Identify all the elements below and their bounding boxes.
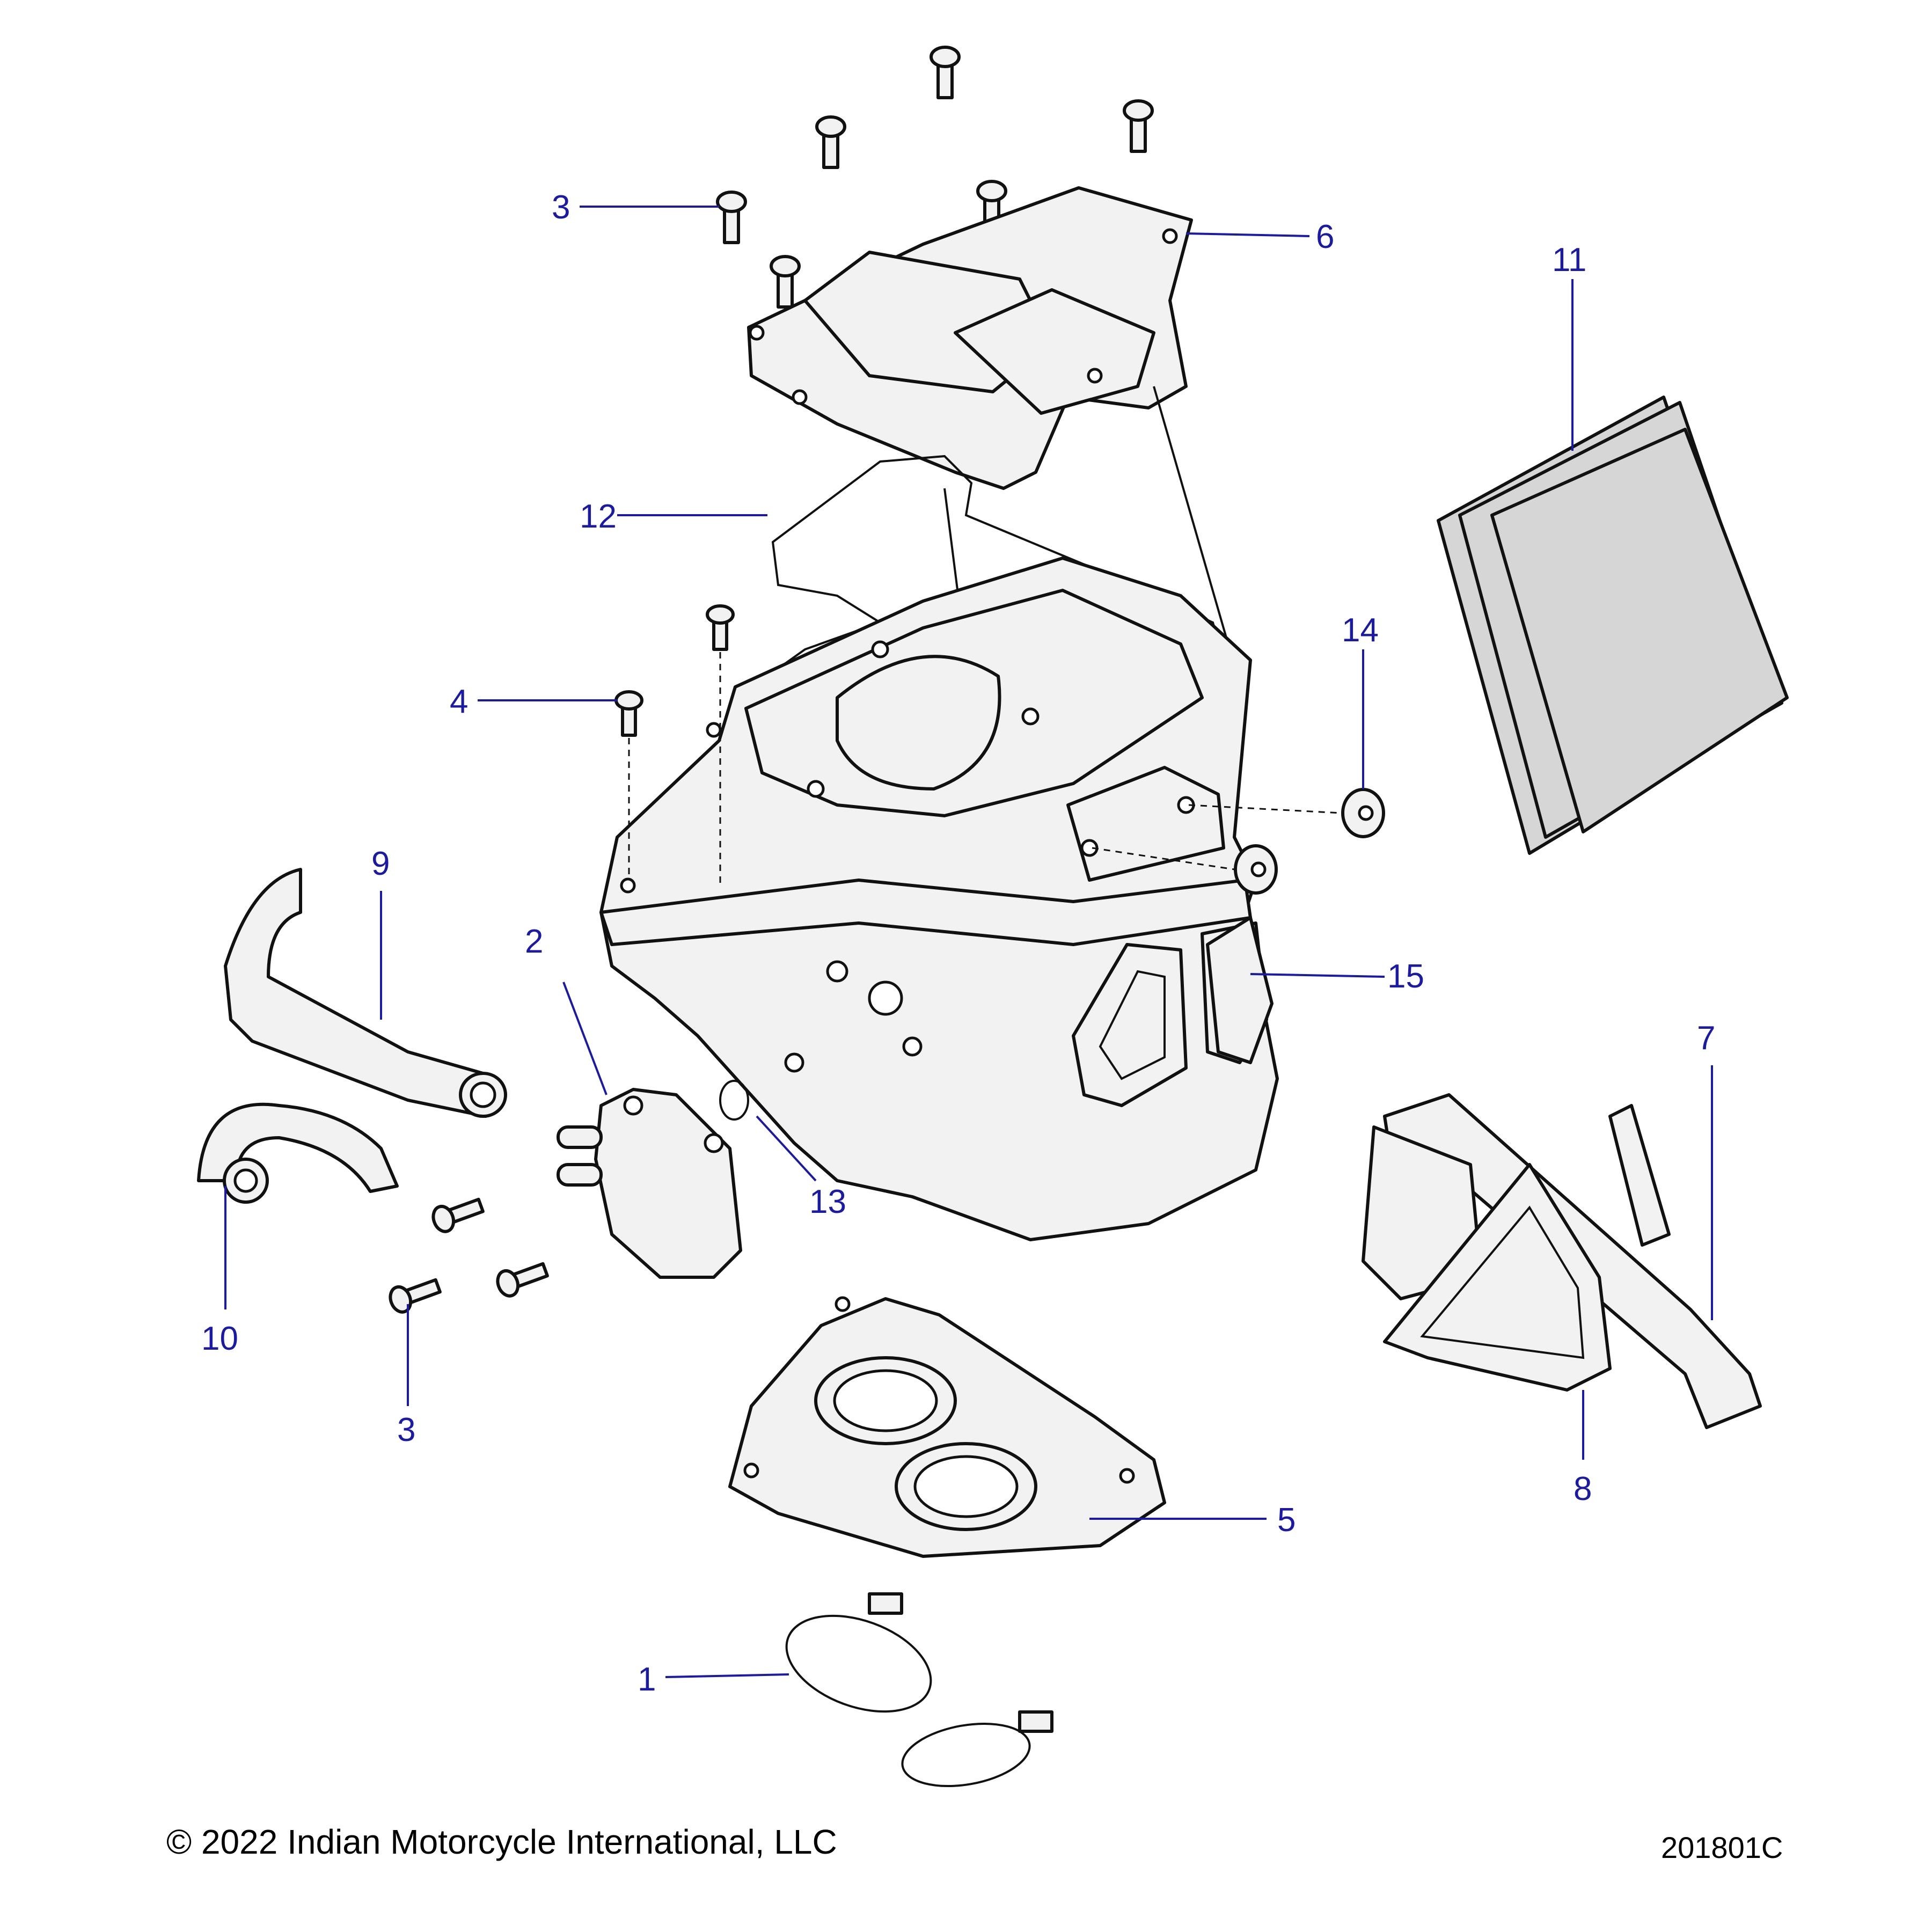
callout-3-top: 3 xyxy=(552,189,570,226)
callout-10: 10 xyxy=(201,1320,238,1357)
screw xyxy=(716,191,747,244)
long-hose xyxy=(224,868,507,1118)
inlet-boot xyxy=(1206,916,1274,1064)
copyright-notice: © 2022 Indian Motorcycle International, … xyxy=(166,1823,837,1861)
drawing-number: 201801C xyxy=(1661,1831,1783,1864)
screw xyxy=(930,46,961,99)
valve-assembly xyxy=(557,1088,742,1279)
callout-11: 11 xyxy=(1552,241,1586,279)
callout-14: 14 xyxy=(1342,612,1379,649)
o-ring xyxy=(719,1080,749,1121)
small-screws xyxy=(389,1197,549,1314)
screw xyxy=(1123,99,1154,153)
air-filter xyxy=(1437,396,1789,855)
callout-13: 13 xyxy=(809,1183,846,1220)
callout-15: 15 xyxy=(1387,958,1424,995)
callout-12: 12 xyxy=(580,498,617,535)
grommets xyxy=(1092,788,1385,895)
callout-4: 4 xyxy=(450,683,468,720)
screw xyxy=(770,255,801,309)
callout-8: 8 xyxy=(1574,1470,1592,1507)
screws-4 xyxy=(614,604,735,885)
leader-lines xyxy=(224,206,1713,1678)
callout-3-bottom: 3 xyxy=(397,1411,415,1448)
callout-1: 1 xyxy=(638,1661,656,1698)
callout-labels: 1 2 3 3 4 5 6 7 8 9 10 11 12 13 14 15 xyxy=(201,189,1715,1698)
callout-7: 7 xyxy=(1697,1020,1715,1057)
intake-duct-8 xyxy=(1362,1125,1612,1392)
airbox-cover xyxy=(747,186,1235,784)
short-hose xyxy=(197,1102,399,1204)
screw xyxy=(815,115,846,169)
callout-9: 9 xyxy=(371,845,390,882)
adapter-plate xyxy=(728,1296,1166,1558)
callout-5: 5 xyxy=(1277,1502,1296,1539)
callout-6: 6 xyxy=(1316,218,1334,255)
hose-clamps xyxy=(785,1592,1053,1788)
callout-2: 2 xyxy=(525,923,543,960)
airbox-body xyxy=(599,557,1279,1241)
